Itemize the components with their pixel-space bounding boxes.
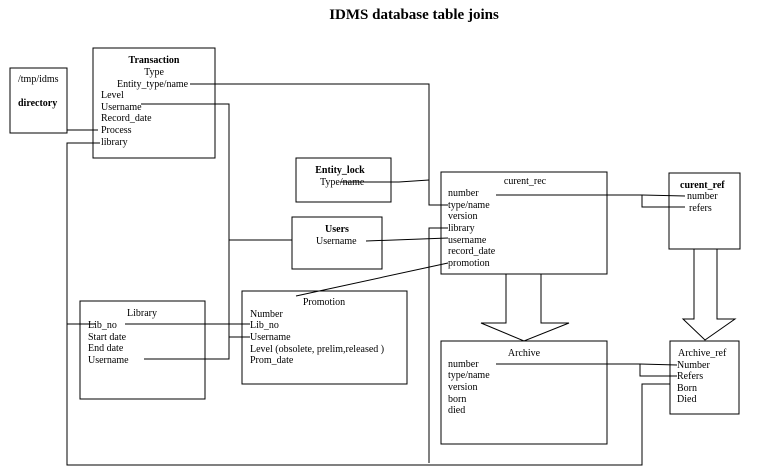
archive-ref-field-born: Born (677, 383, 697, 394)
curent-ref-field-number: number (687, 191, 718, 202)
archive-field-number: number (448, 359, 479, 370)
archive-field-born: born (448, 394, 466, 405)
curent-rec-box: curent_rec number type/name version libr… (440, 171, 608, 275)
join-promotion-number (295, 262, 449, 297)
promotion-field-prom-date: Prom_date (250, 355, 294, 366)
join-curent-library (428, 227, 448, 463)
transaction-field-record-date: Record_date (101, 113, 152, 124)
tmp-directory-field: directory (18, 98, 57, 109)
archive-field-died: died (448, 405, 465, 416)
promotion-box: Promotion Number Lib_no Username Level (… (241, 290, 408, 385)
users-title: Users (325, 224, 349, 235)
curent-rec-field-number: number (448, 188, 479, 199)
join-transaction-username (141, 103, 230, 360)
library-field-username: Username (88, 355, 129, 366)
diagram-title: IDMS database table joins (329, 7, 499, 23)
curent-rec-field-promotion: promotion (448, 258, 490, 269)
curent-ref-title: curent_ref (680, 180, 725, 191)
entity-lock-title: Entity_lock (315, 165, 365, 176)
transaction-field-entity-type: Entity_type/name (117, 79, 189, 90)
archive-ref-field-number: Number (677, 360, 710, 371)
library-field-start-date: Start date (88, 332, 127, 343)
join-curent-ref-number (641, 194, 686, 197)
join-entity-type-typename (190, 83, 448, 206)
archive-field-version: version (448, 382, 477, 393)
arrow-curent-ref-to-archive-ref (681, 248, 737, 341)
promotion-field-number: Number (250, 309, 283, 320)
join-curent-number (496, 194, 685, 208)
archive-title: Archive (508, 348, 541, 359)
curent-rec-field-username: username (448, 235, 487, 246)
promotion-field-username: Username (250, 332, 291, 343)
curent-rec-title: curent_rec (504, 176, 547, 187)
transaction-box: Transaction Type Entity_type/name Level … (92, 47, 216, 159)
tmp-directory-title: /tmp/idms (18, 74, 59, 85)
transaction-field-type: Type (144, 67, 164, 78)
curent-rec-field-version: version (448, 211, 477, 222)
transaction-field-process: Process (101, 125, 132, 136)
transaction-field-level: Level (101, 90, 124, 101)
archive-ref-box: Archive_ref Number Refers Born Died (669, 340, 740, 415)
join-users-curent-username (365, 237, 449, 242)
archive-box: Archive number type/name version born di… (440, 340, 608, 445)
library-title: Library (127, 308, 157, 319)
library-box: Library Lib_no Start date End date Usern… (79, 300, 206, 400)
curent-rec-field-library: library (448, 223, 475, 234)
curent-rec-field-record-date: record_date (448, 246, 496, 257)
arrow-curent-rec-to-archive (480, 273, 570, 342)
curent-rec-field-typename: type/name (448, 200, 490, 211)
promotion-field-lib-no: Lib_no (250, 320, 279, 331)
promotion-field-level: Level (obsolete, prelim,released ) (250, 344, 384, 355)
archive-ref-title: Archive_ref (678, 348, 727, 359)
join-transaction-library (66, 142, 670, 466)
transaction-field-username: Username (101, 102, 142, 113)
entity-lock-box: Entity_lock Type/name (295, 157, 392, 203)
library-field-lib-no: Lib_no (88, 320, 117, 331)
join-archive-ref-number (639, 363, 678, 366)
tmp-directory-box: /tmp/idms directory (9, 67, 68, 134)
archive-ref-field-refers: Refers (677, 371, 703, 382)
archive-field-typename: type/name (448, 370, 490, 381)
promotion-title: Promotion (303, 297, 345, 308)
library-field-end-date: End date (88, 343, 124, 354)
curent-ref-field-refers: refers (689, 203, 712, 214)
archive-ref-field-died: Died (677, 394, 696, 405)
join-archive-number (496, 363, 677, 377)
users-box: Users Username (291, 216, 383, 270)
curent-ref-box: curent_ref number refers (668, 172, 741, 250)
join-entity-lock-typename (340, 179, 430, 183)
transaction-field-library: library (101, 137, 128, 148)
transaction-title: Transaction (129, 55, 180, 66)
users-field-username: Username (316, 236, 357, 247)
